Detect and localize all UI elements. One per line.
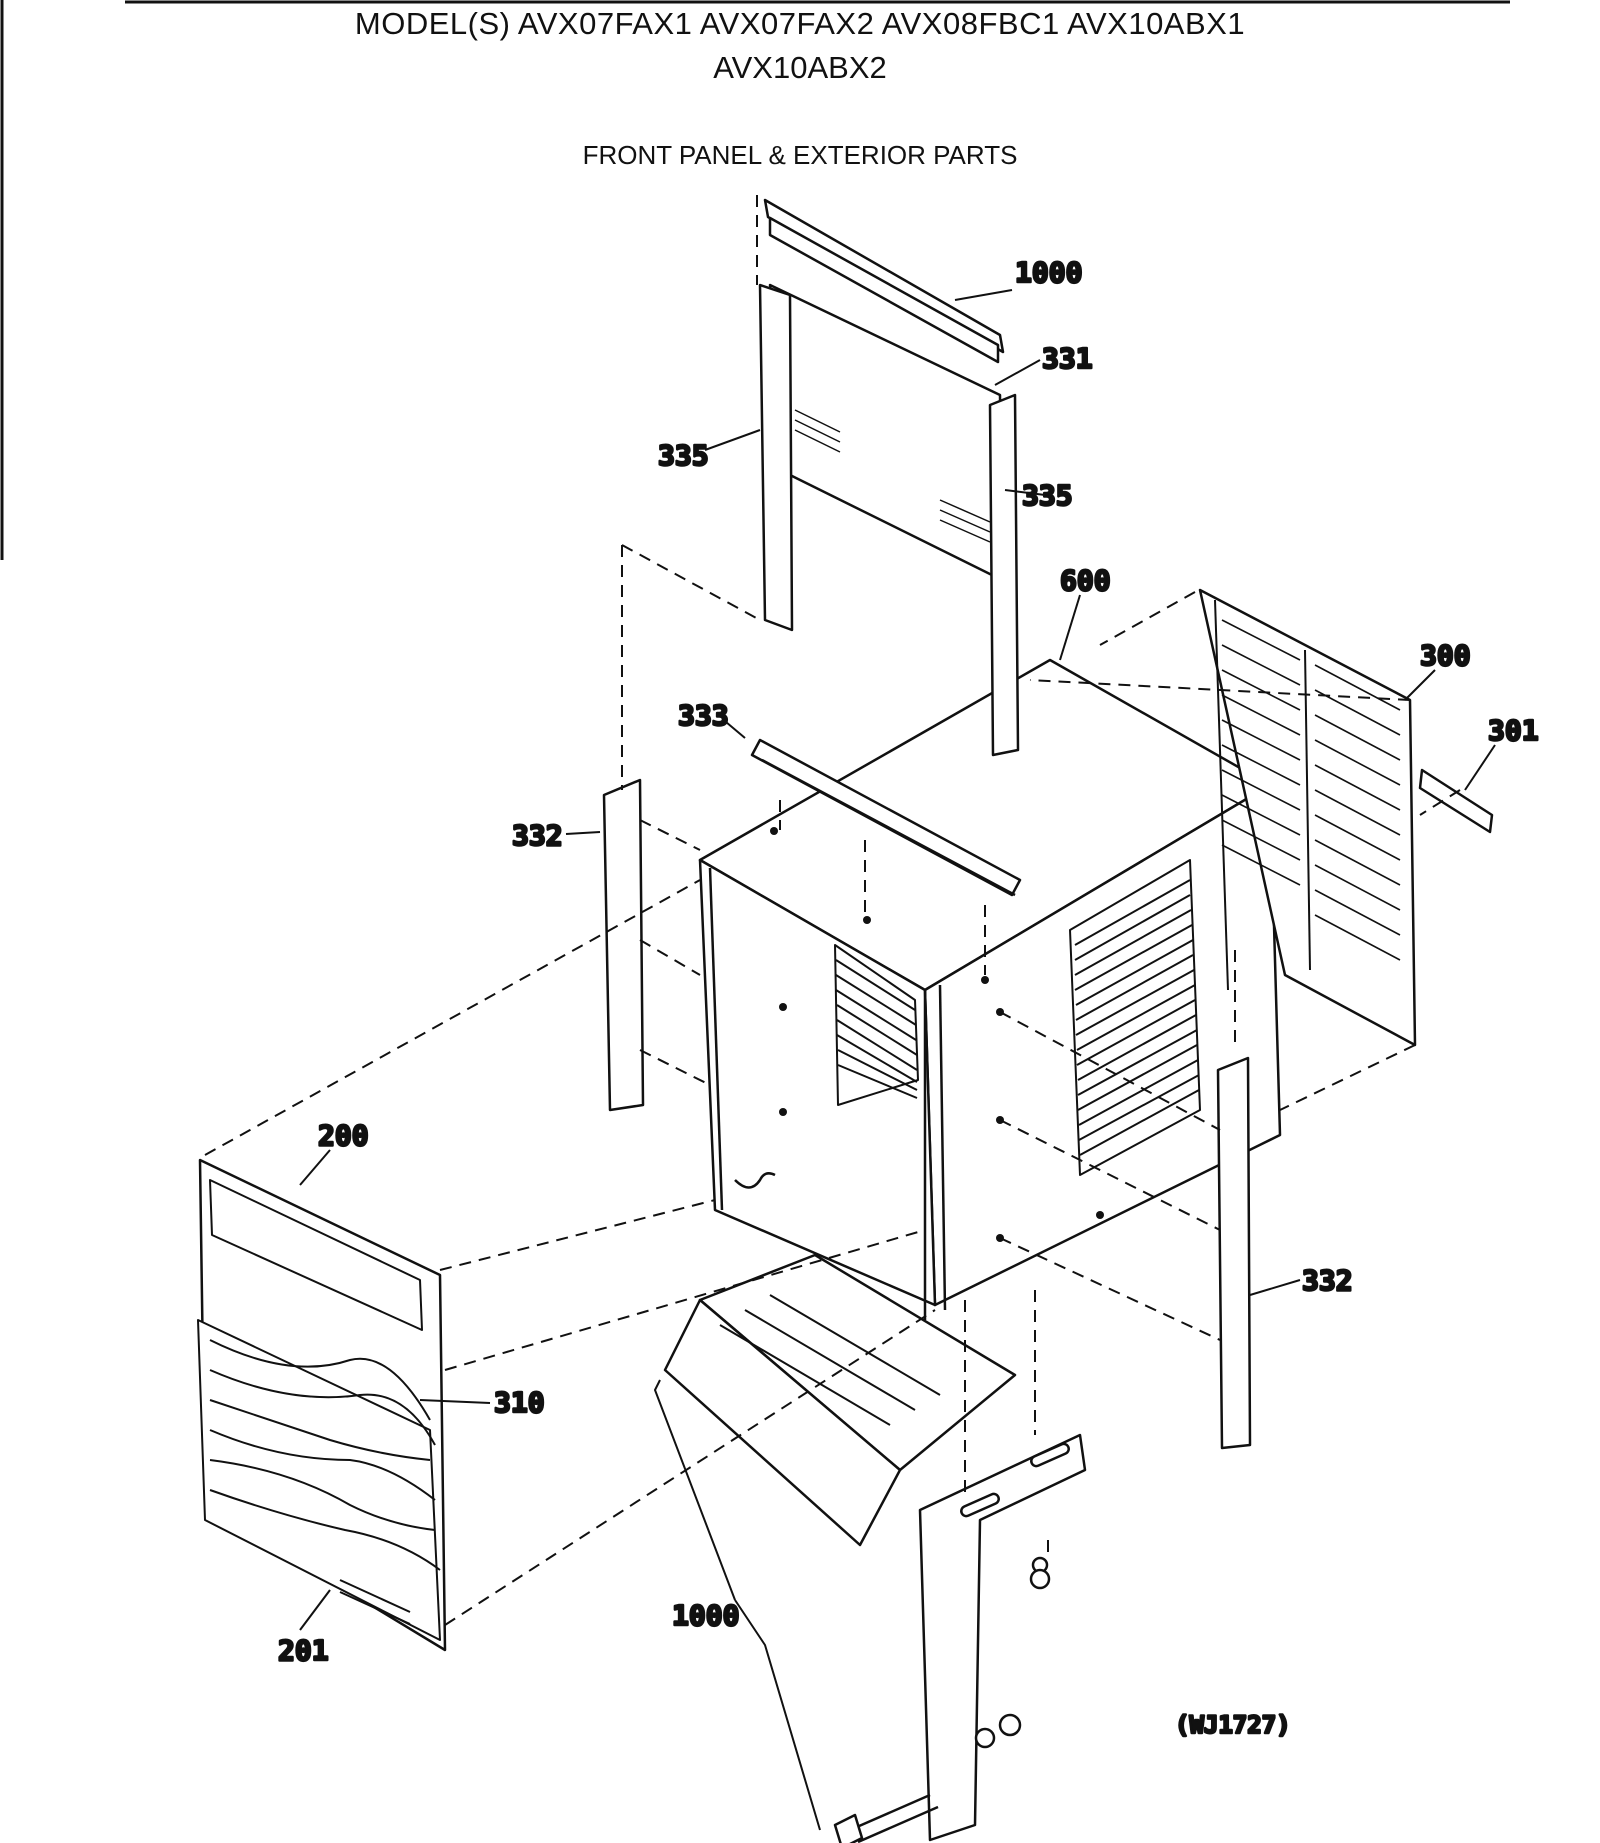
front-panel-woodgrain: [209, 1339, 441, 1625]
callout-331: 331: [1042, 342, 1093, 375]
bracket-301: [1418, 768, 1494, 834]
callout-600: 600: [1060, 564, 1111, 597]
side-angle-332-right: [1216, 1056, 1252, 1450]
callout-1000-top: 1000: [1015, 256, 1082, 289]
callout-310: 310: [494, 1386, 545, 1419]
side-angle-332-left: [602, 778, 645, 1112]
assembly-lines: [204, 195, 1461, 1626]
callout-201: 201: [278, 1634, 329, 1667]
mounting-bracket: [833, 1433, 1087, 1843]
top-curtain-assembly: [758, 198, 1020, 757]
top-rail-333: [750, 738, 1022, 897]
callout-332-left: 332: [512, 819, 563, 852]
rear-grille-slats: [1221, 619, 1401, 961]
model-list-line-1: MODEL(S) AVX07FAX1 AVX07FAX2 AVX08FBC1 A…: [354, 6, 1246, 41]
callout-335-left: 335: [658, 439, 709, 472]
front-panel-assembly: [197, 1158, 447, 1652]
side-louvers: [834, 944, 919, 1106]
callout-333: 333: [678, 699, 729, 732]
leader-lines: [299, 289, 1496, 1831]
front-louvers: [1069, 859, 1201, 1176]
callout-200: 200: [318, 1119, 369, 1152]
callout-1000-bottom: 1000: [672, 1599, 739, 1632]
base-pan-1000: [663, 1253, 1017, 1547]
curtain-hatching: [794, 409, 991, 543]
callout-335-right: 335: [1022, 479, 1073, 512]
callout-332-right: 332: [1302, 1264, 1353, 1297]
figure-code: (WJ1727): [1175, 1711, 1291, 1739]
callout-300: 300: [1420, 639, 1471, 672]
callout-301: 301: [1488, 714, 1539, 747]
section-title: FRONT PANEL & EXTERIOR PARTS: [582, 140, 1018, 170]
model-list-line-2: AVX10ABX2: [713, 50, 887, 85]
